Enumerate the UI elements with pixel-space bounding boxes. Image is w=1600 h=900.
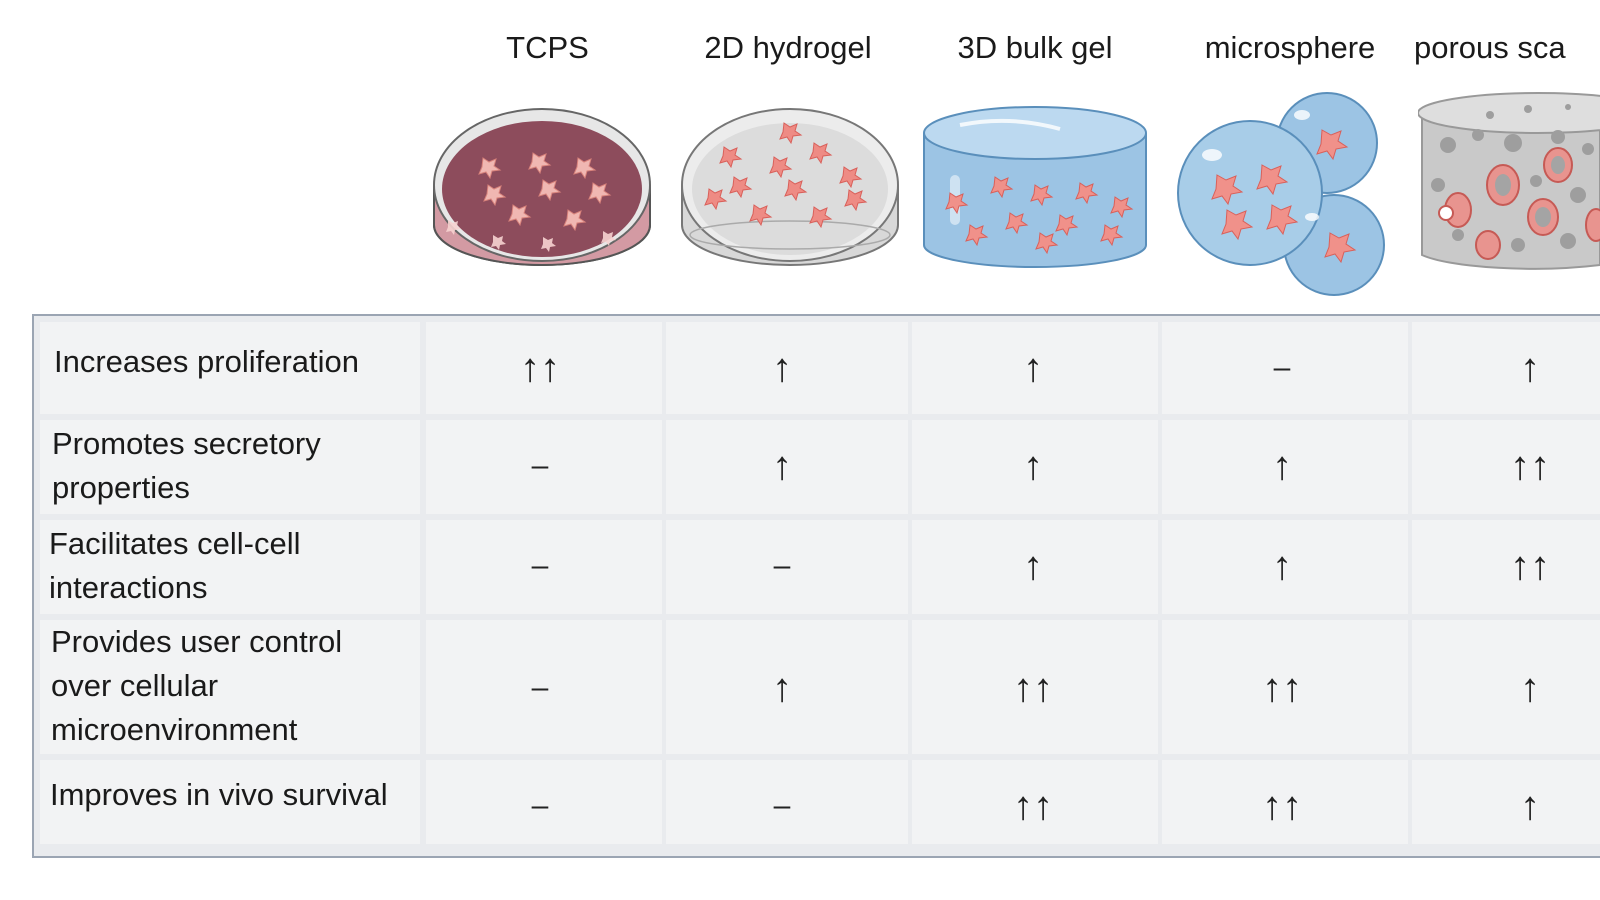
value-cell bbox=[912, 322, 1158, 414]
value-cell bbox=[1412, 322, 1600, 414]
column-title-2d-hydrogel: 2D hydrogel bbox=[704, 30, 872, 65]
tcps-dish-icon bbox=[433, 108, 651, 266]
value-mark: ↑↑ bbox=[1510, 544, 1550, 588]
value-cell bbox=[666, 322, 908, 414]
column-title-microsphere: microsphere bbox=[1204, 30, 1376, 65]
value-mark: – bbox=[531, 789, 549, 822]
value-cell bbox=[1412, 620, 1600, 754]
value-mark: ↑ bbox=[1272, 444, 1292, 488]
label-cell bbox=[40, 620, 420, 754]
value-mark: ↑ bbox=[1023, 444, 1043, 488]
value-mark: ↑ bbox=[772, 666, 792, 710]
value-cell bbox=[1162, 322, 1408, 414]
bulk-gel-icon bbox=[923, 106, 1147, 268]
value-cell bbox=[426, 322, 662, 414]
hydrogel-dish-icon bbox=[681, 108, 899, 266]
value-cell bbox=[666, 520, 908, 614]
label-cell bbox=[40, 420, 420, 514]
label-cell bbox=[40, 520, 420, 614]
value-mark: ↑ bbox=[1272, 544, 1292, 588]
value-cell bbox=[666, 760, 908, 844]
value-cell bbox=[666, 420, 908, 514]
value-mark: – bbox=[1273, 351, 1291, 384]
value-cell bbox=[912, 760, 1158, 844]
value-mark: ↑↑ bbox=[1262, 784, 1302, 828]
value-cell bbox=[1412, 420, 1600, 514]
value-mark: – bbox=[773, 789, 791, 822]
value-mark: – bbox=[531, 549, 549, 582]
row-label-secretory: Promotes secretory properties bbox=[52, 426, 321, 505]
label-cell bbox=[40, 322, 420, 414]
value-mark: ↑↑ bbox=[520, 346, 560, 390]
value-cell bbox=[912, 620, 1158, 754]
value-cell bbox=[1162, 760, 1408, 844]
row-label-in-vivo-survival: Improves in vivo survival bbox=[50, 777, 388, 812]
value-mark: ↑↑ bbox=[1510, 444, 1550, 488]
value-mark: ↑ bbox=[1023, 346, 1043, 390]
value-mark: ↑ bbox=[1520, 346, 1540, 390]
value-cell bbox=[426, 520, 662, 614]
value-cell bbox=[912, 520, 1158, 614]
value-mark: ↑↑ bbox=[1013, 666, 1053, 710]
value-cell bbox=[1412, 520, 1600, 614]
value-mark: ↑ bbox=[772, 346, 792, 390]
row-label-cell-cell: Facilitates cell-cell interactions bbox=[49, 526, 301, 605]
microsphere-icon bbox=[1177, 92, 1385, 296]
value-mark: ↑↑ bbox=[1013, 784, 1053, 828]
value-cell bbox=[426, 760, 662, 844]
value-mark: ↑ bbox=[1520, 784, 1540, 828]
label-cell bbox=[40, 760, 420, 844]
value-mark: – bbox=[773, 549, 791, 582]
value-cell bbox=[666, 620, 908, 754]
value-mark: ↑ bbox=[1023, 544, 1043, 588]
row-label-user-control: Provides user control over cellular micr… bbox=[51, 624, 343, 747]
value-mark: ↑ bbox=[772, 444, 792, 488]
value-cell bbox=[1162, 420, 1408, 514]
value-mark: – bbox=[531, 671, 549, 704]
value-cell bbox=[1162, 520, 1408, 614]
porous-scaffold-icon bbox=[1418, 92, 1600, 270]
value-cell bbox=[912, 420, 1158, 514]
column-title-porous-scaffold: porous sca bbox=[1414, 30, 1566, 65]
value-mark: ↑↑ bbox=[1262, 666, 1302, 710]
value-cell bbox=[426, 420, 662, 514]
column-title-tcps: TCPS bbox=[506, 30, 589, 65]
value-mark: ↑ bbox=[1520, 666, 1540, 710]
value-mark: – bbox=[531, 449, 549, 482]
value-cell bbox=[1412, 760, 1600, 844]
value-cell bbox=[426, 620, 662, 754]
row-label-proliferation: Increases proliferation bbox=[54, 344, 359, 379]
column-title-3d-bulk-gel: 3D bulk gel bbox=[957, 30, 1113, 65]
value-cell bbox=[1162, 620, 1408, 754]
